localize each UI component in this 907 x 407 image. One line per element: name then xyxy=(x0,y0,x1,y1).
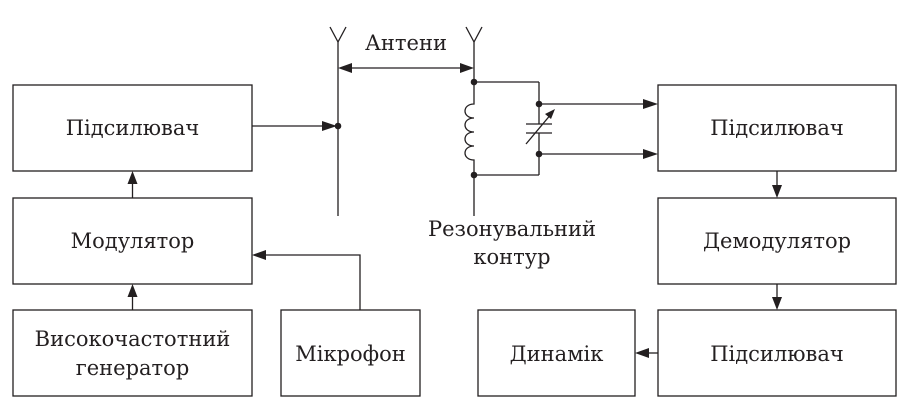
transmitter-amplifier-block: Підсилювач xyxy=(12,84,253,172)
arrow-microphone-to-modulator xyxy=(252,250,361,310)
hf-generator-label-line1: Високочастотний xyxy=(35,327,231,351)
modulator-label: Модулятор xyxy=(71,229,195,253)
resonant-circuit-label-line2: контур xyxy=(473,245,550,269)
speaker-block: Динамік xyxy=(477,309,636,397)
arrow-amplifier-to-antenna xyxy=(252,121,337,131)
arrow-modulator-to-amplifier xyxy=(127,171,138,198)
arrow-circuit-to-amplifier-upper xyxy=(539,99,658,109)
demodulator-block: Демодулятор xyxy=(657,197,897,285)
arrow-amplifier-to-speaker xyxy=(635,348,658,358)
antenna-link-arrow xyxy=(338,63,474,73)
antennas-label: Антени xyxy=(365,31,447,55)
arrow-circuit-to-amplifier-lower xyxy=(539,149,658,159)
arrow-amplifier-to-demodulator xyxy=(772,171,782,198)
receiver-amplifier-bottom-block: Підсилювач xyxy=(657,309,897,397)
microphone-block: Мікрофон xyxy=(280,309,421,397)
hf-generator-block: Високочастотний генератор xyxy=(12,309,253,397)
demodulator-label: Демодулятор xyxy=(703,229,851,253)
inductor-coil-icon xyxy=(464,86,475,216)
receiver-amplifier-top-label: Підсилювач xyxy=(710,116,844,140)
resonant-circuit xyxy=(464,78,555,216)
arrow-demodulator-to-amplifier xyxy=(772,284,782,310)
receiving-antenna-icon xyxy=(465,26,483,86)
transmitter-amplifier-label: Підсилювач xyxy=(66,116,200,140)
variable-capacitor-icon xyxy=(525,109,555,145)
receiver-amplifier-top-block: Підсилювач xyxy=(657,84,897,172)
microphone-label: Мікрофон xyxy=(295,342,406,366)
hf-generator-label-line2: генератор xyxy=(76,356,190,380)
speaker-label: Динамік xyxy=(510,342,604,366)
transmitting-antenna-icon xyxy=(329,26,347,216)
resonant-circuit-label-line1: Резонувальний xyxy=(428,217,596,241)
receiver-amplifier-bottom-label: Підсилювач xyxy=(710,342,844,366)
arrow-generator-to-modulator xyxy=(127,284,138,310)
modulator-block: Модулятор xyxy=(12,197,253,285)
